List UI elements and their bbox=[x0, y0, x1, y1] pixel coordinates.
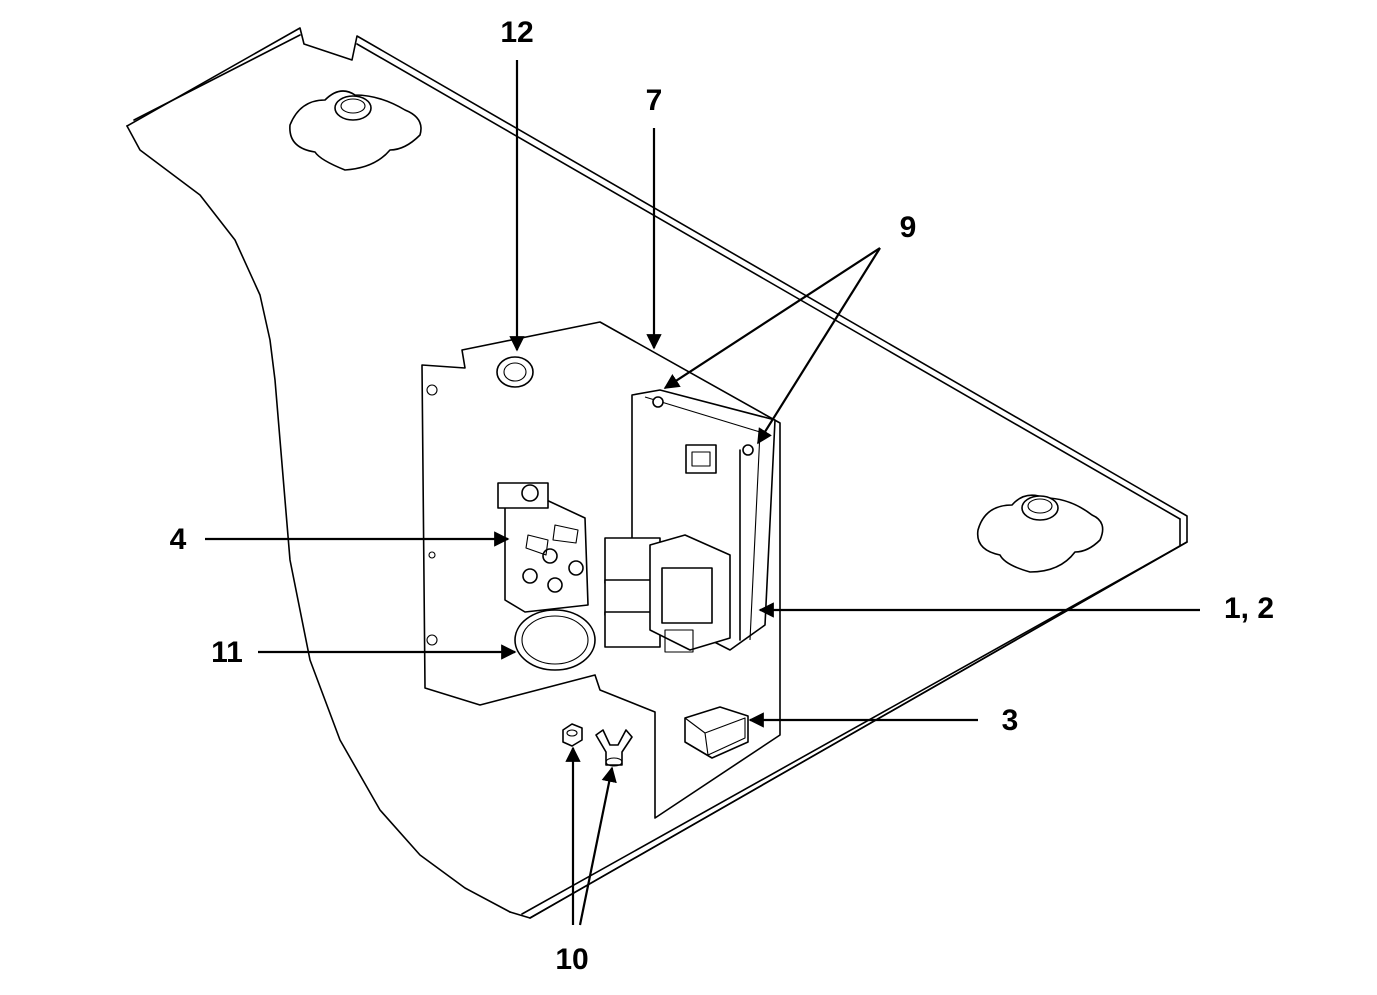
callout-7: 7 bbox=[646, 84, 663, 117]
callout-labels: 12 7 9 4 11 1, 2 3 10 bbox=[170, 16, 1274, 976]
ring-clamp bbox=[514, 609, 596, 671]
callout-9: 9 bbox=[900, 211, 917, 244]
callout-12: 12 bbox=[500, 16, 533, 49]
leader-lines bbox=[205, 60, 1200, 926]
wing-nut bbox=[595, 729, 633, 767]
connector bbox=[684, 706, 749, 759]
leader-10b bbox=[578, 766, 617, 926]
hex-nut bbox=[562, 723, 583, 747]
switch bbox=[497, 482, 589, 613]
base-plate bbox=[126, 27, 1188, 919]
rubber-foot-right bbox=[976, 494, 1104, 573]
circuit-board bbox=[604, 389, 776, 653]
rubber-foot-left bbox=[289, 90, 422, 171]
callout-10: 10 bbox=[555, 943, 588, 976]
leader-9b bbox=[757, 247, 881, 445]
callout-3: 3 bbox=[1002, 704, 1019, 737]
leader-9a bbox=[663, 247, 881, 389]
callout-4: 4 bbox=[170, 523, 187, 556]
grommet bbox=[496, 356, 534, 388]
callout-11: 11 bbox=[211, 636, 243, 669]
callout-1-2: 1, 2 bbox=[1224, 592, 1274, 625]
